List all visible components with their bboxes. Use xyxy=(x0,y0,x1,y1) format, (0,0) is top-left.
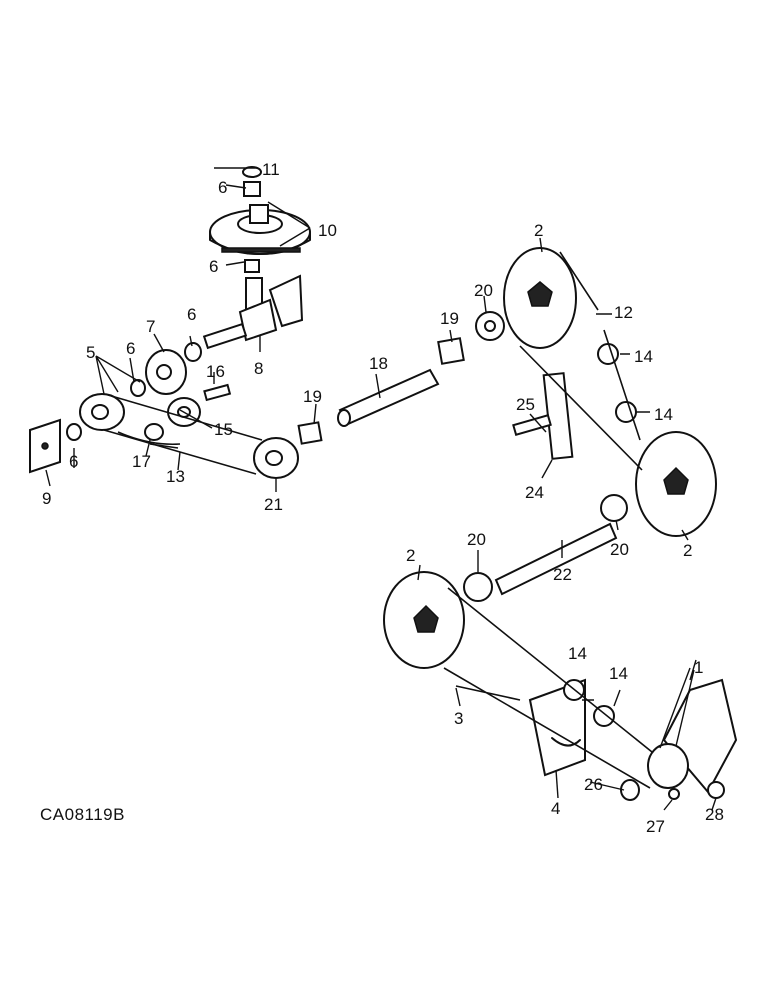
callout-9: 9 xyxy=(42,489,51,508)
callout-6-e: 6 xyxy=(69,452,78,471)
callout-16: 16 xyxy=(206,362,225,381)
callout-8: 8 xyxy=(254,359,263,378)
callout-26: 26 xyxy=(584,775,603,794)
callout-12: 12 xyxy=(614,303,633,322)
callout-28: 28 xyxy=(705,805,724,824)
callout-4: 4 xyxy=(551,799,560,818)
callout-2-lower: 2 xyxy=(406,546,415,565)
callout-14-a: 14 xyxy=(634,347,653,366)
callout-10: 10 xyxy=(318,221,337,240)
callout-6-b: 6 xyxy=(209,257,218,276)
callout-2-right: 2 xyxy=(683,541,692,560)
callout-20-b: 20 xyxy=(467,530,486,549)
drawing-code: CA08119B xyxy=(40,805,125,824)
callout-6-a: 6 xyxy=(218,178,227,197)
callout-22: 22 xyxy=(553,565,572,584)
callout-18: 18 xyxy=(369,354,388,373)
callout-27: 27 xyxy=(646,817,665,836)
gearbox-assembly xyxy=(184,166,311,362)
callout-14-d: 14 xyxy=(609,664,628,683)
callout-13: 13 xyxy=(166,467,185,486)
callout-20-c: 20 xyxy=(610,540,629,559)
callout-14-b: 14 xyxy=(654,405,673,424)
callout-20-a: 20 xyxy=(474,281,493,300)
callout-25: 25 xyxy=(516,395,535,414)
left-drive-assembly xyxy=(29,349,299,479)
callout-6-d: 6 xyxy=(126,339,135,358)
lower-sprocket-assembly xyxy=(383,571,738,801)
callout-15: 15 xyxy=(214,420,233,439)
callout-5: 5 xyxy=(86,343,95,362)
callout-14-c: 14 xyxy=(568,644,587,663)
callout-19-b: 19 xyxy=(440,309,459,328)
callout-3: 3 xyxy=(454,709,463,728)
callout-19-a: 19 xyxy=(303,387,322,406)
right-sprocket-assembly xyxy=(503,247,717,537)
callout-labels: 1 2 2 2 3 4 5 6 6 6 6 6 7 8 9 10 11 12 1… xyxy=(42,160,724,836)
callout-2-upper: 2 xyxy=(534,221,543,240)
callout-24: 24 xyxy=(525,483,544,502)
leader-lines xyxy=(45,167,717,811)
callout-1: 1 xyxy=(694,658,703,677)
callout-7: 7 xyxy=(146,317,155,336)
callout-11: 11 xyxy=(262,160,280,179)
callout-17: 17 xyxy=(132,452,151,471)
callout-6-c: 6 xyxy=(187,305,196,324)
center-shaft-assembly xyxy=(297,311,628,602)
callout-21: 21 xyxy=(264,495,283,514)
